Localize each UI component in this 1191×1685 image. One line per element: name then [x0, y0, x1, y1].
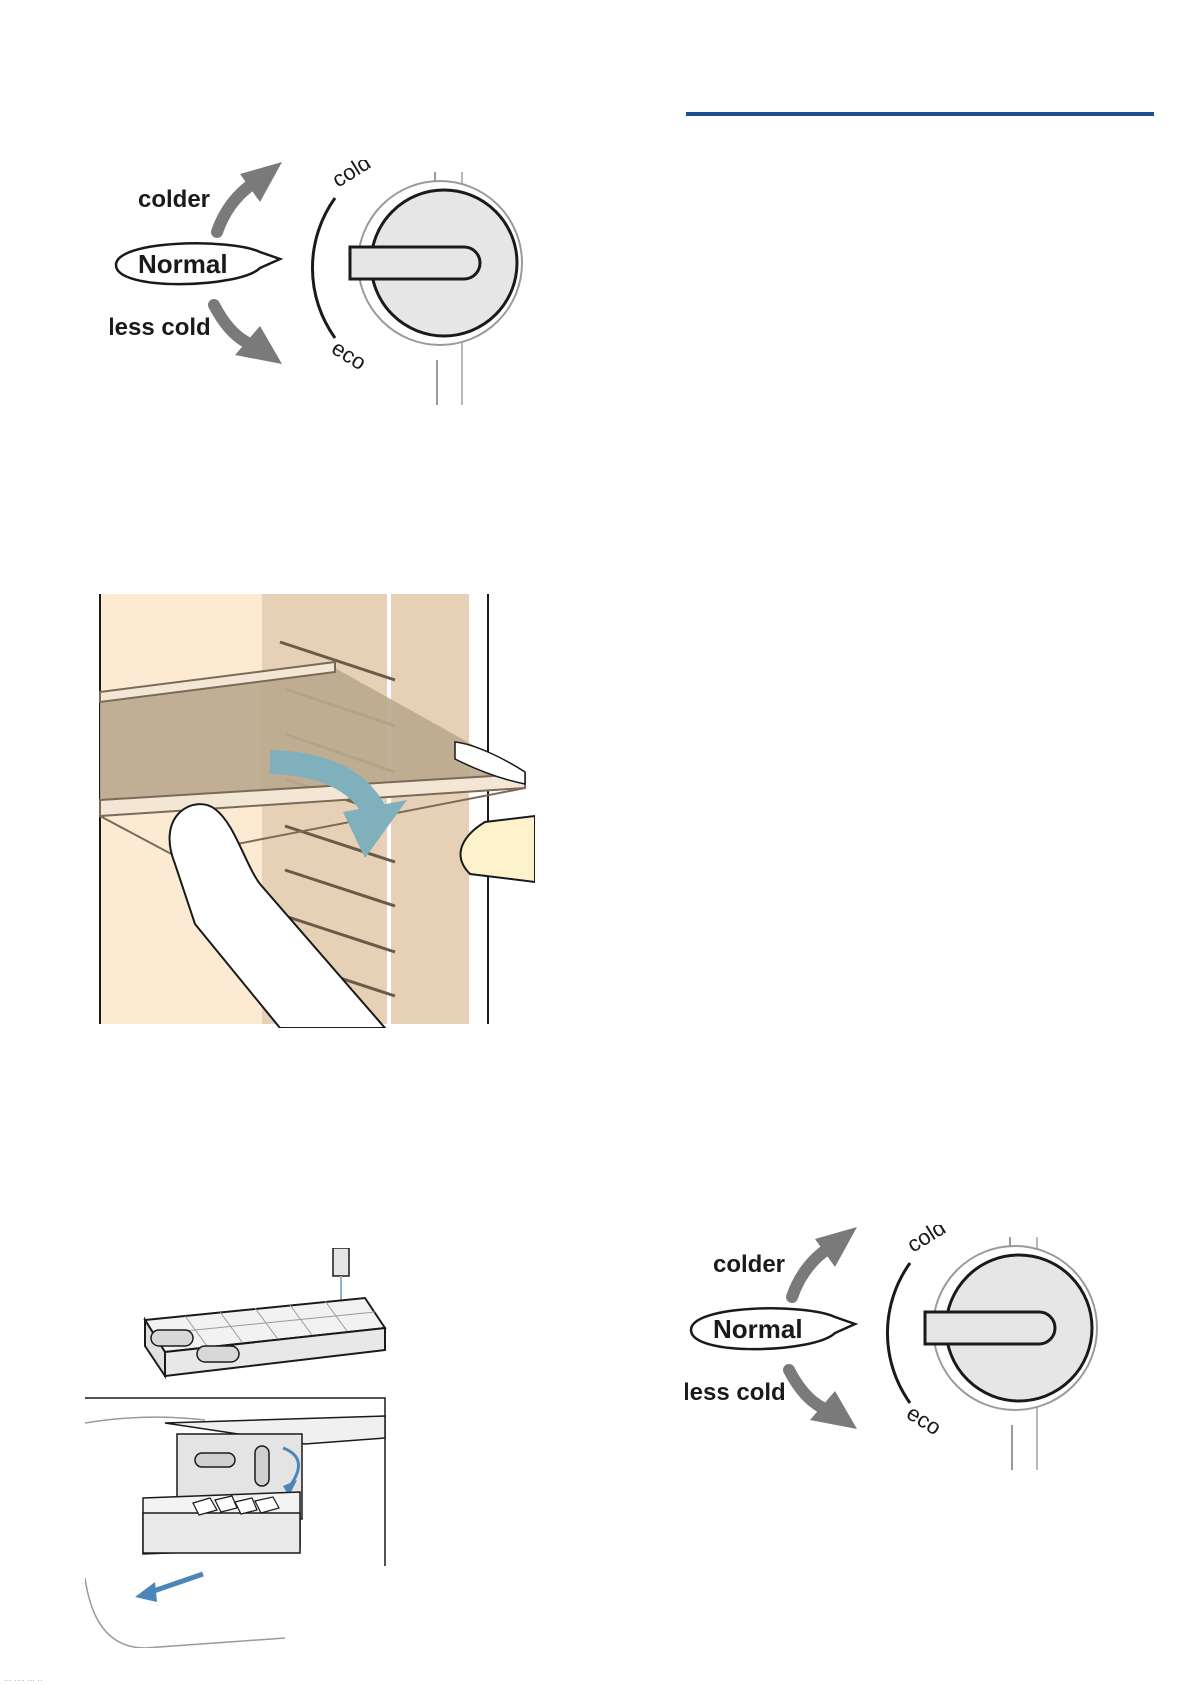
dial-handle — [350, 247, 480, 279]
right-hand — [461, 816, 535, 882]
temperature-dial-figure-bottom: colder Normal less cold cold eco — [685, 1225, 1135, 1470]
scale-arc — [887, 1263, 910, 1403]
eco-scale-label: eco — [902, 1400, 945, 1440]
scale-arc — [312, 198, 335, 338]
normal-label: Normal — [138, 249, 228, 279]
water-tap — [333, 1248, 349, 1276]
less-cold-label: less cold — [110, 314, 211, 341]
colder-label: colder — [713, 1251, 785, 1278]
dial-handle — [925, 1312, 1055, 1344]
temperature-dial-figure-top: colder Normal less cold cold eco — [110, 160, 560, 405]
page-footer-text: ··· ···· ··· ·· — [4, 1676, 43, 1685]
header-rule — [686, 112, 1154, 116]
colder-label: colder — [138, 186, 210, 213]
glass-shelf-removal-figure — [95, 594, 535, 1028]
ice-maker-lever — [255, 1446, 269, 1486]
arrow-up-icon — [217, 182, 255, 232]
cold-scale-label: cold — [902, 1225, 949, 1257]
eco-scale-label: eco — [327, 335, 370, 375]
ice-tray-figure — [85, 1248, 445, 1648]
cabinet-rear-panel-right — [391, 594, 469, 1024]
less-cold-label: less cold — [685, 1379, 786, 1406]
cold-scale-label: cold — [327, 160, 374, 192]
arrow-up-icon — [792, 1247, 830, 1297]
arrow-down-icon — [789, 1370, 821, 1407]
normal-label: Normal — [713, 1314, 803, 1344]
arrow-down-icon — [214, 305, 246, 342]
